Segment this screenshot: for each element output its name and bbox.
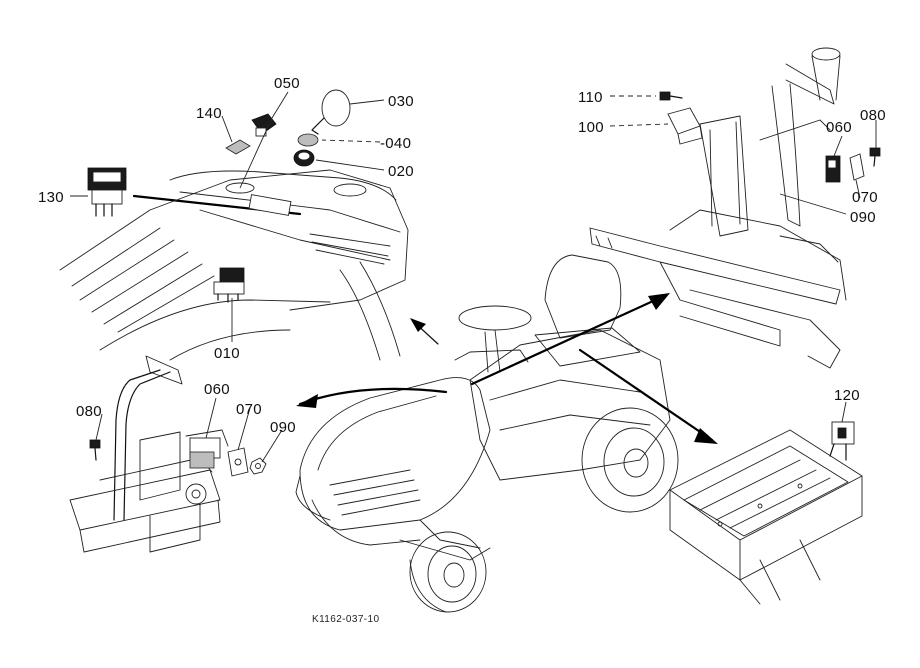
callout-110: 110 <box>578 89 603 106</box>
callout-060-right: 060 <box>826 119 852 136</box>
callout-labels: 050 030 140 -040 020 130 010 110 100 060… <box>38 75 886 625</box>
brake-bracket-assembly <box>589 47 847 369</box>
figure-code: K1162-037-10 <box>312 614 379 625</box>
callout-060-left: 060 <box>204 381 230 398</box>
part-080-bolt-left <box>89 439 101 461</box>
part-120-switch <box>829 421 855 461</box>
callout-070-left: 070 <box>236 401 262 418</box>
callout-040: -040 <box>380 135 411 152</box>
dashboard-assembly <box>59 169 409 361</box>
callout-090-left: 090 <box>270 419 296 436</box>
callout-100: 100 <box>578 119 604 136</box>
callout-080-left: 080 <box>76 403 102 420</box>
callout-120: 120 <box>834 387 860 404</box>
callout-140: 140 <box>196 105 222 122</box>
part-050-knob <box>251 113 277 137</box>
part-060-switch-left <box>185 429 229 469</box>
part-110-bolt <box>659 91 683 101</box>
part-130-switch <box>87 167 127 217</box>
pointer-arrows <box>132 194 718 444</box>
part-070-bracket-left <box>227 447 249 477</box>
leader-lines <box>70 91 877 463</box>
tractor-illustration <box>295 254 679 613</box>
part-060-switch-right <box>825 155 841 183</box>
part-100-relay <box>667 107 703 145</box>
part-070-bracket-right <box>849 153 865 181</box>
part-090-nut-left <box>249 457 267 475</box>
callout-130: 130 <box>38 189 64 206</box>
callout-020: 020 <box>388 163 414 180</box>
part-010-ignition <box>213 267 245 303</box>
seat-frame-assembly <box>669 429 863 605</box>
part-030-key <box>311 89 351 135</box>
callout-030: 030 <box>388 93 414 110</box>
callout-090-right: 090 <box>850 209 876 226</box>
callout-050: 050 <box>274 75 300 92</box>
callout-070-right: 070 <box>852 189 878 206</box>
callout-080-right: 080 <box>860 107 886 124</box>
part-140-clip <box>225 139 251 155</box>
callout-010: 010 <box>214 345 240 362</box>
part-080-bolt-right <box>869 147 881 167</box>
part-020-040-caps <box>293 133 319 167</box>
